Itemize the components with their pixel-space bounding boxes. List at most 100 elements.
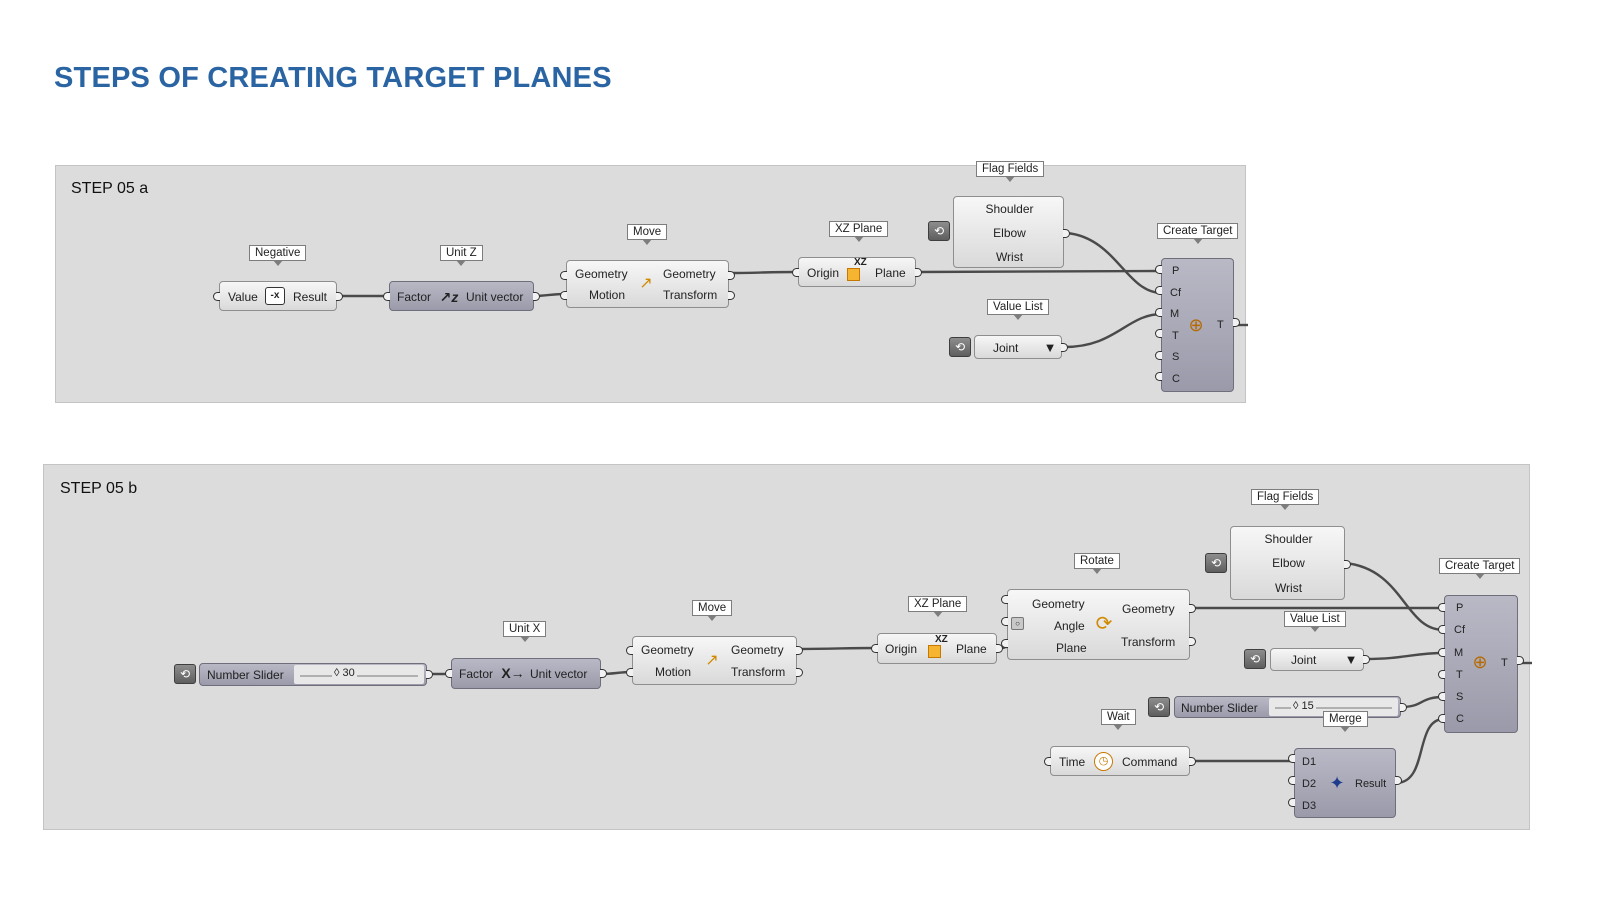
value-list-output-grip[interactable]: [1061, 342, 1068, 352]
create-target-b-component[interactable]: P Cf M T S C ⊕ T: [1438, 595, 1524, 733]
value-list-component[interactable]: Joint ▼: [974, 335, 1068, 359]
move-b-component[interactable]: Geometry Motion ↗ Geometry Transform: [626, 636, 803, 685]
slider-s-output-grip[interactable]: [1400, 702, 1407, 712]
flag-fields-b-link-icon[interactable]: ⟲: [1205, 553, 1227, 573]
unit-z-input-grip[interactable]: [383, 291, 390, 301]
slider-s-value[interactable]: ◊ 15: [1291, 700, 1316, 712]
xz-plane-component[interactable]: Origin XZ Plane: [792, 257, 922, 287]
target-m-grip[interactable]: [1155, 307, 1162, 317]
negative-input-grip[interactable]: [213, 291, 220, 301]
move-transform-output-grip[interactable]: [728, 290, 735, 300]
target-t-grip[interactable]: [1155, 328, 1162, 338]
flag-item-elbow[interactable]: Elbow: [993, 226, 1026, 240]
wire-move-to-xzplane: [796, 646, 878, 651]
wait-input-grip[interactable]: [1044, 756, 1051, 766]
move-b-transform-output-grip[interactable]: [796, 667, 803, 677]
value-list-b-link-icon[interactable]: ⟲: [1244, 649, 1266, 669]
target-b-output-grip[interactable]: [1517, 655, 1524, 665]
value-list-dropdown-icon[interactable]: ▼: [1043, 339, 1057, 355]
slider-s-link-icon[interactable]: ⟲: [1148, 697, 1170, 717]
merge-d3-grip[interactable]: [1288, 797, 1295, 807]
negative-icon: -x: [265, 287, 285, 305]
value-list-b-dropdown-icon[interactable]: ▼: [1344, 651, 1358, 667]
xz-plane-output-label: Plane: [875, 266, 906, 280]
wait-output-grip[interactable]: [1189, 756, 1196, 766]
move-b-geometry-input-grip[interactable]: [626, 645, 633, 655]
flag-b-item-elbow[interactable]: Elbow: [1272, 556, 1305, 570]
unit-z-component[interactable]: Factor ↗z Unit vector: [383, 281, 540, 311]
flag-b-item-wrist[interactable]: Wrist: [1274, 581, 1303, 595]
flag-item-shoulder[interactable]: Shoulder: [985, 202, 1034, 216]
wire-valuelist-to-target-m: [1063, 312, 1162, 349]
xz-plane-b-output-grip[interactable]: [996, 644, 1003, 653]
value-list-selected[interactable]: Joint: [993, 341, 1019, 355]
move-component[interactable]: Geometry Motion ↗ Geometry Transform: [560, 260, 735, 308]
tag-move: Move: [627, 224, 668, 245]
unit-x-input-grip[interactable]: [445, 669, 452, 678]
flag-fields-b-output-grip[interactable]: [1344, 559, 1351, 569]
target-s-grip[interactable]: [1155, 350, 1162, 360]
merge-component[interactable]: D1 D2 D3 ✦ Result: [1288, 748, 1402, 818]
rotate-degrees-toggle-icon[interactable]: ○: [1011, 617, 1024, 630]
flag-fields-b-component[interactable]: Shoulder Elbow Wrist: [1230, 526, 1351, 600]
target-b-s-grip[interactable]: [1438, 691, 1445, 701]
target-b-m-grip[interactable]: [1438, 647, 1445, 657]
target-p-grip[interactable]: [1155, 264, 1162, 274]
unit-z-output-grip[interactable]: [533, 291, 540, 301]
target-b-t-grip[interactable]: [1438, 669, 1445, 679]
xz-plane-b-component[interactable]: Origin XZ Plane: [871, 633, 1003, 664]
wire-flags-to-target-cf: [1066, 231, 1162, 295]
merge-d2-grip[interactable]: [1288, 775, 1295, 785]
value-list-link-icon[interactable]: ⟲: [949, 337, 971, 357]
rotate-angle-input-grip[interactable]: [1001, 616, 1008, 626]
slider-x-value[interactable]: ◊ 30: [332, 667, 357, 679]
rotate-transform-output-grip[interactable]: [1189, 636, 1196, 646]
value-list-b-selected[interactable]: Joint: [1291, 653, 1317, 667]
merge-d1-grip[interactable]: [1288, 753, 1295, 763]
canvas-step-a[interactable]: STEP 05 a Negative Value -x Result Unit …: [55, 161, 1248, 403]
slider-x-component[interactable]: Number Slider ◊ 30: [199, 663, 433, 686]
xz-plane-b-badge: XZ: [935, 634, 948, 645]
unit-x-component[interactable]: Factor X→ Unit vector: [445, 658, 607, 689]
slider-x-output-grip[interactable]: [426, 670, 433, 679]
flag-fields-output-grip[interactable]: [1063, 228, 1070, 238]
canvas-step-b[interactable]: STEP 05 b ⟲ Number Slider ◊ 30 Unit X Fa…: [43, 464, 1532, 830]
wire-xzplane-to-target-p: [915, 269, 1162, 274]
rotate-geometry-output-grip[interactable]: [1189, 603, 1196, 613]
rotate-component[interactable]: ○ Geometry Angle Plane ⟳ Geometry Transf…: [1001, 589, 1196, 660]
xz-plane-output-grip[interactable]: [915, 267, 922, 277]
negative-output-label: Result: [293, 290, 328, 304]
slider-s-component[interactable]: Number Slider ◊ 15: [1174, 696, 1407, 718]
wait-component[interactable]: Time ◷ Command: [1044, 746, 1196, 776]
negative-component[interactable]: Value -x Result: [213, 281, 343, 311]
move-geometry-output-grip[interactable]: [728, 270, 735, 280]
slider-x-rail[interactable]: ◊ 30: [294, 665, 424, 684]
target-b-p-grip[interactable]: [1438, 602, 1445, 612]
unit-x-output-grip[interactable]: [600, 669, 607, 678]
target-b-cf-grip[interactable]: [1438, 624, 1445, 634]
xz-plane-input-grip[interactable]: [792, 267, 799, 277]
move-b-geometry-output-grip[interactable]: [796, 645, 803, 655]
target-b-c-grip[interactable]: [1438, 713, 1445, 723]
rotate-geometry-input-label: Geometry: [1032, 597, 1085, 611]
value-list-b-output-grip[interactable]: [1363, 655, 1370, 664]
rotate-geometry-input-grip[interactable]: [1001, 594, 1008, 604]
flag-b-item-shoulder[interactable]: Shoulder: [1264, 532, 1313, 546]
target-output-grip[interactable]: [1233, 317, 1240, 327]
negative-output-grip[interactable]: [336, 291, 343, 301]
move-motion-input-label: Motion: [589, 288, 626, 302]
rotate-plane-input-grip[interactable]: [1001, 638, 1008, 648]
move-b-motion-input-grip[interactable]: [626, 667, 633, 677]
target-cf-grip[interactable]: [1155, 285, 1162, 295]
flag-fields-component[interactable]: Shoulder Elbow Wrist: [953, 196, 1070, 268]
target-c-grip[interactable]: [1155, 371, 1162, 381]
xz-plane-b-input-grip[interactable]: [871, 644, 878, 653]
slider-x-link-icon[interactable]: ⟲: [174, 664, 196, 684]
flag-fields-link-icon[interactable]: ⟲: [928, 221, 950, 241]
merge-output-grip[interactable]: [1395, 775, 1402, 785]
move-geometry-input-grip[interactable]: [560, 270, 567, 280]
create-target-component[interactable]: P Cf M T S C ⊕ T: [1155, 258, 1240, 392]
value-list-b-component[interactable]: Joint ▼: [1270, 648, 1370, 671]
move-motion-input-grip[interactable]: [560, 290, 567, 300]
flag-item-wrist[interactable]: Wrist: [995, 250, 1024, 264]
